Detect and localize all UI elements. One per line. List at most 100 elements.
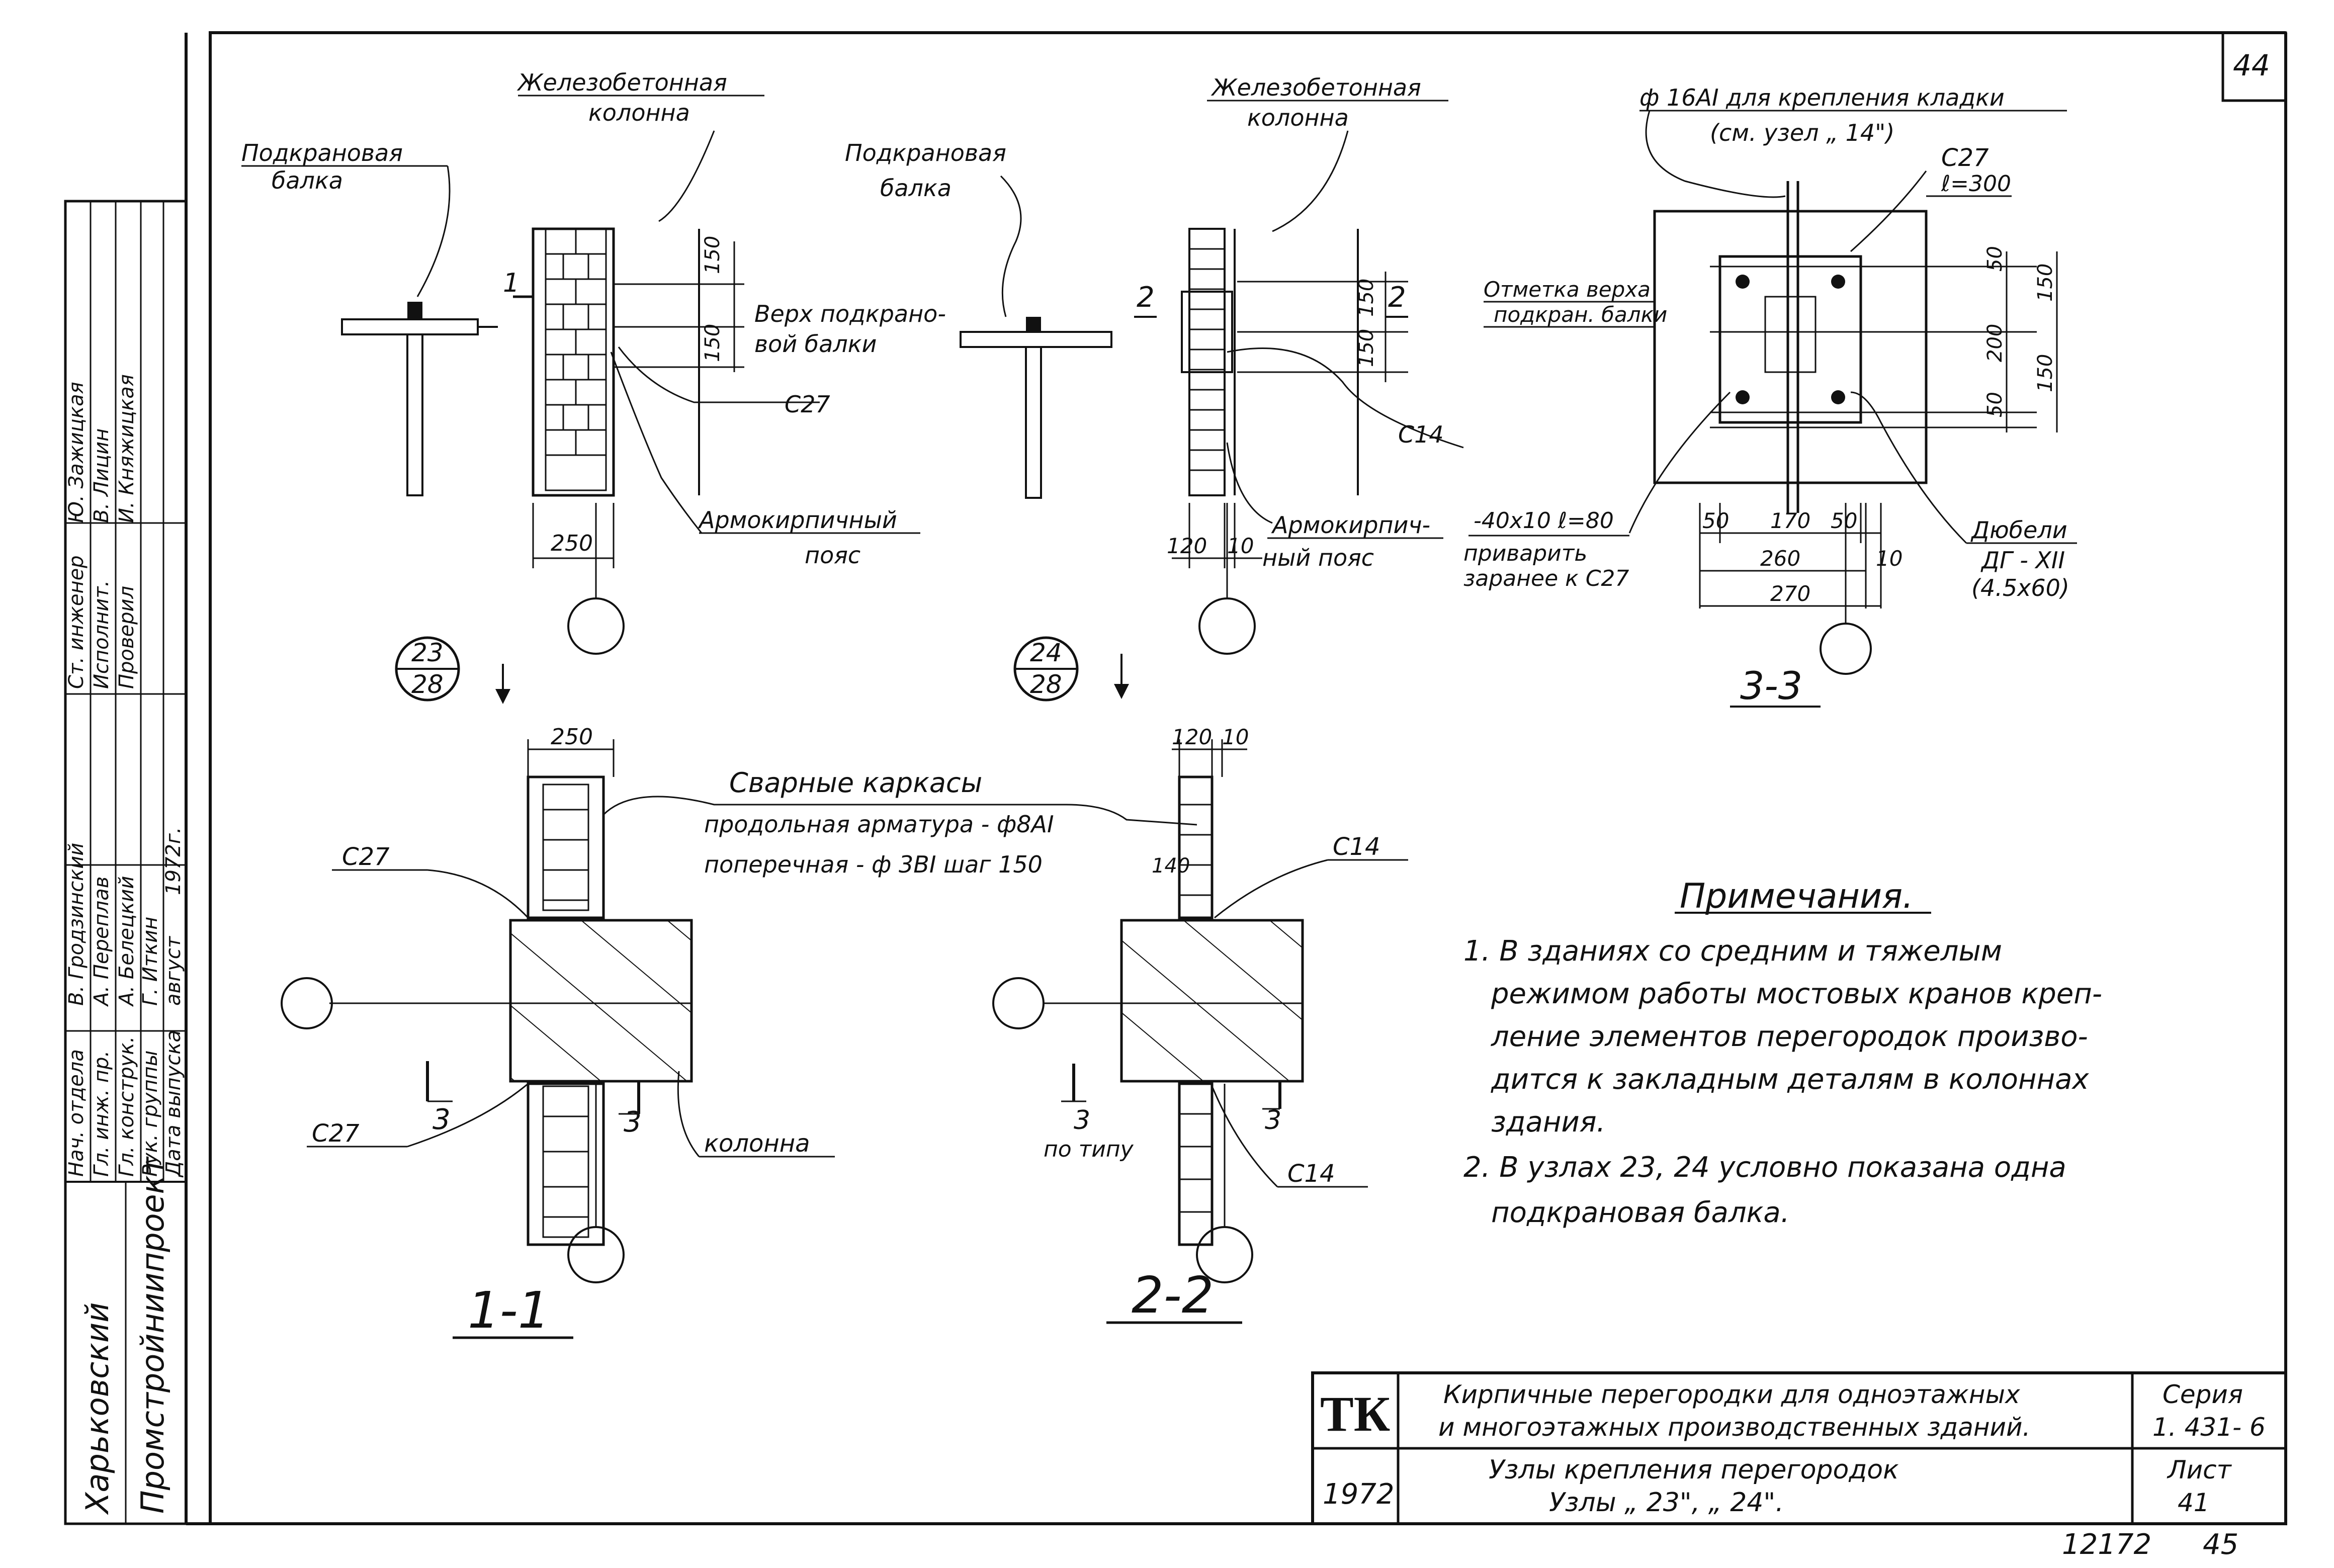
dim-150-a-33: 150	[2034, 264, 2057, 302]
note-1-line-4: дится к закладным деталям в колоннах	[1491, 1063, 2089, 1096]
dim-120-24: 120	[1167, 534, 1207, 558]
dim-150-top-23: 150	[701, 236, 724, 274]
note-2-line-2: подкрановая балка.	[1491, 1196, 1790, 1229]
section-mark-2-left: 2	[1137, 281, 1155, 314]
stamp-role-3: Гл. конструк.	[115, 1036, 138, 1177]
stamp-name-3: А. Белецкий	[115, 876, 138, 1007]
cut-mark-right-22: 3	[1265, 1105, 1281, 1136]
rod-label: ф 16АI для крепления кладки	[1639, 84, 2005, 111]
issue-month: август	[162, 935, 185, 1006]
stamp-name-2: А. Переплав	[90, 877, 113, 1007]
detail-ref-23-sheet: 28	[411, 670, 444, 699]
dim-140-22: 140	[1152, 854, 1190, 878]
dim-170-33: 170	[1770, 508, 1810, 533]
girder-label-24-l2: балка	[880, 175, 952, 202]
tk-logo: ТК	[1320, 1386, 1390, 1442]
detail-ref-23-28: 23 28	[395, 636, 510, 704]
c27-top-label-11: С27	[342, 843, 390, 871]
cut-mark-left-11: 3	[433, 1103, 451, 1136]
org-name-line1: Харьковский	[79, 1302, 116, 1515]
dim-10-24: 10	[1227, 534, 1254, 558]
dim-10-33: 10	[1876, 546, 1903, 571]
notes-heading: Примечания.	[1680, 877, 1914, 916]
issue-year: 1972г.	[162, 827, 185, 895]
top-of-girder-label-l2: вой балки	[754, 330, 877, 358]
stamp-name-7: И. Княжицкая	[115, 374, 138, 523]
section-2-2-title: 2-2	[1132, 1266, 1214, 1325]
subtitle-line-1: Узлы крепления перегородок	[1489, 1455, 1899, 1485]
detail-ref-24-number: 24	[1030, 638, 1062, 667]
dim-200-33: 200	[1983, 324, 2007, 362]
issue-date-label: Дата выпуска	[162, 1030, 185, 1178]
welded-frames-title: Сварные каркасы	[729, 767, 982, 799]
stamp-name-6: В. Лицин	[90, 428, 113, 523]
welded-frames-note: Сварные каркасы продольная арматура - ф8…	[602, 767, 1197, 878]
title-year: 1972	[1323, 1478, 1395, 1511]
section-mark-2-right: 2	[1388, 281, 1406, 314]
detail-ref-24-28: 24 28	[1013, 636, 1129, 702]
section-3-3: ф 16АI для крепления кладки (см. узел „ …	[1463, 84, 2077, 708]
weld-note-l1: приварить	[1463, 541, 1587, 566]
dim-250-11: 250	[551, 724, 593, 750]
node-24-elevation: Подкрановая балка Железобетонная колонна	[845, 74, 1464, 702]
dowels-label-l3: (4.5х60)	[1971, 574, 2069, 601]
stamp-role-5: Ст. инженер	[65, 555, 88, 689]
c27-length-33: ℓ=300	[1941, 171, 2011, 197]
cut-mark-right-11: 3	[624, 1106, 642, 1139]
brick-courses-24	[1189, 248, 1225, 471]
detail-ref-23-number: 23	[411, 638, 444, 667]
dim-50-a-33: 50	[1983, 246, 2007, 272]
dim-50-b-33: 50	[1983, 392, 2007, 417]
brick-courses-23	[546, 229, 606, 456]
brick-belt-label-24: Армокирпич-	[1271, 511, 1430, 539]
column-label-23: Железобетонная	[516, 69, 727, 96]
dim-150-bottom-24: 150	[1355, 329, 1378, 367]
stamp-name-5: Ю. Зажицкая	[65, 382, 88, 523]
note-1-line-1: 1. В зданиях со средним и тяжелым	[1463, 935, 2002, 968]
dim-120-22: 120	[1172, 725, 1212, 749]
c27-bottom-label-11: С27	[312, 1119, 360, 1148]
archive-number: 12172	[2062, 1528, 2151, 1561]
level-label-33-l2: подкран. балки	[1494, 302, 1667, 327]
dim-250-23: 250	[551, 531, 593, 556]
stamp-role-7: Проверил	[115, 586, 138, 689]
dim-270-33: 270	[1770, 581, 1810, 606]
notes-block: Примечания. 1. В зданиях со средним и тя…	[1463, 877, 2102, 1229]
column-label-24-l2: колонна	[1247, 104, 1349, 131]
welded-frames-line2: поперечная - ф 3ВI шаг 150	[704, 851, 1043, 878]
strip-label-33: -40x10 ℓ=80	[1474, 508, 1614, 534]
dowels-label: Дюбели	[1970, 516, 2067, 544]
title-line-2: и многоэтажных производственных зданий.	[1438, 1413, 2030, 1442]
note-1-line-3: ление элементов перегородок произво-	[1491, 1020, 2088, 1053]
c27-label-33: С27	[1941, 144, 1989, 172]
stamp-name-4: Г. Иткин	[139, 917, 162, 1006]
series-value: 1. 431- 6	[2152, 1413, 2266, 1442]
dim-150-top-24: 150	[1355, 279, 1378, 317]
top-of-girder-label: Верх подкрано-	[754, 300, 946, 327]
sheet-value: 41	[2178, 1488, 2210, 1517]
note-2-line-1: 2. В узлах 23, 24 условно показана одна	[1463, 1151, 2066, 1184]
stamp-name-1: В. Гродзинский	[65, 843, 88, 1006]
dim-50-l-33: 50	[1702, 508, 1729, 533]
section-1-1-title: 1-1	[468, 1281, 550, 1340]
c27-label-23: С27	[785, 391, 830, 418]
girder-label-24: Подкрановая	[845, 139, 1006, 166]
stamp-role-1: Нач. отдела	[65, 1049, 88, 1177]
brick-belt-label-23: Армокирпичный	[698, 506, 897, 534]
column-label-23-l2: колонна	[588, 99, 690, 126]
level-label-33: Отметка верха	[1484, 277, 1651, 302]
welded-frames-line1: продольная арматура - ф8АI	[704, 811, 1054, 838]
detail-ref-24-sheet: 28	[1030, 670, 1062, 699]
section-2-2: 120 10 140 С14 С14 3 по типу 3 2-2	[992, 725, 1408, 1325]
sheet-corner-number: 44	[2233, 48, 2270, 82]
dowels-label-l2: ДГ - XII	[1980, 547, 2065, 574]
brick-belt-label-23-l2: пояс	[805, 542, 860, 569]
brick-belt-label-24-l2: ный пояс	[1262, 544, 1374, 571]
weld-note-l2: заранее к С27	[1463, 566, 1629, 591]
by-type-label: по типу	[1044, 1137, 1134, 1162]
section-1-1: 250 С27 С27 3 3 колонна 1-1	[281, 724, 835, 1340]
rod-label-l2: (см. узел „ 14")	[1710, 119, 1894, 146]
c14-top-label-22: С14	[1333, 833, 1380, 861]
dim-50-r-33: 50	[1831, 508, 1857, 533]
